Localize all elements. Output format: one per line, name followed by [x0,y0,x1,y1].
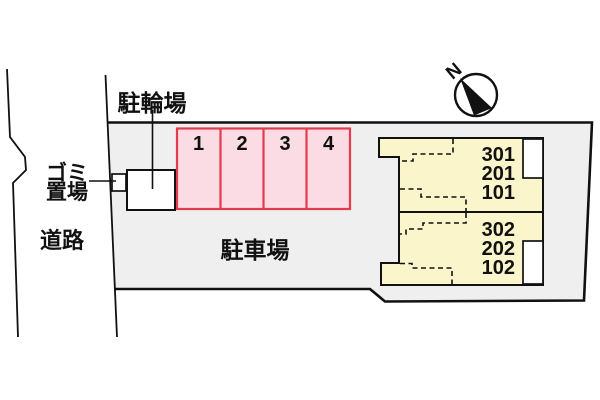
unit-divider-dashed [400,262,453,284]
unit-number-102: 102 [481,257,515,279]
garbage-area-label-line2: 置場 [46,181,88,204]
garbage-area-label: ゴミ 置場 [36,162,98,204]
parking-space-number-2: 2 [236,133,248,155]
unit-number-202: 202 [481,238,515,260]
parking-space-number-3: 3 [279,133,291,155]
garbage-area-label-line1: ゴミ [46,162,88,185]
unit-number-201: 201 [481,163,515,185]
compass-needle [460,78,492,116]
unit-number-301: 301 [481,144,515,166]
garbage-box [111,173,127,192]
unit-divider-dashed [400,139,454,162]
road-label: 道路 [39,228,84,253]
road-edge-line [6,68,27,338]
parking-space-number-1: 1 [192,133,205,155]
bicycle-parking-box [126,169,176,211]
parking-space-number-4: 4 [322,133,335,155]
unit-number-302: 302 [481,219,515,241]
unit-divider-dashed [400,188,467,211]
unit-divider-dashed [400,213,467,235]
car-parking-label: 駐車場 [220,237,290,263]
building-stairwell-upper [522,138,544,179]
site-boundary [107,121,594,303]
building-stairwell-lower [522,240,544,285]
bicycle-parking-label: 駐輪場 [117,90,187,116]
unit-number-101: 101 [481,182,515,204]
site-left-boundary-line [104,74,118,338]
